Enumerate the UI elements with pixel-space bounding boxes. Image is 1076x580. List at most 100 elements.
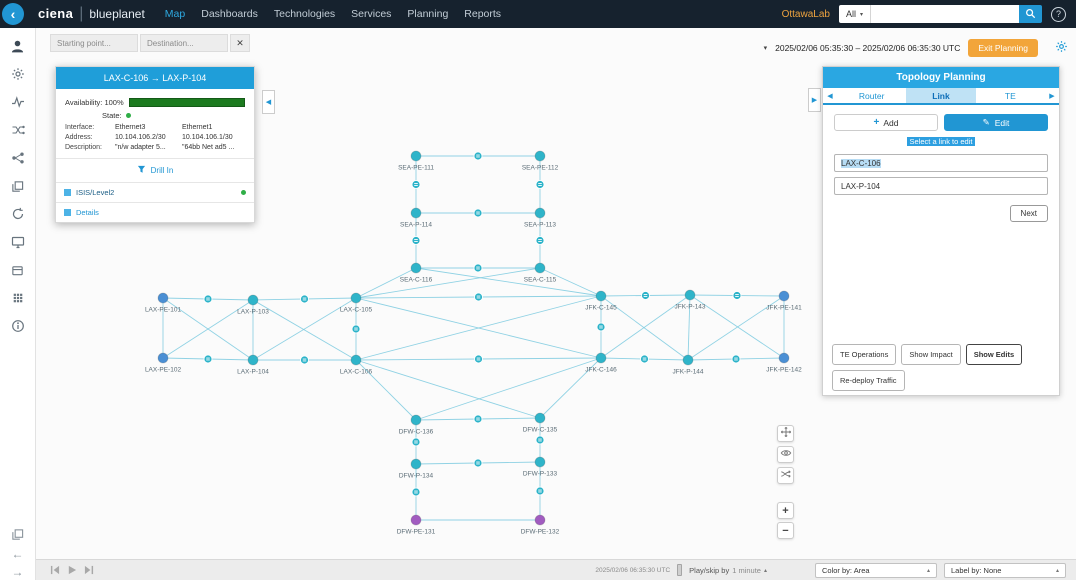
visibility-button[interactable]: [777, 446, 794, 463]
topo-link[interactable]: [600, 294, 691, 359]
settings-gear-icon[interactable]: [9, 66, 27, 82]
exit-planning-button[interactable]: Exit Planning: [968, 39, 1038, 57]
play-skip-dropdown[interactable]: Play/skip by 1 minute ▴: [689, 566, 767, 575]
duplicate-window-icon[interactable]: [9, 526, 27, 542]
link-status-icon[interactable]: [351, 324, 361, 334]
time-range-text[interactable]: 2025/02/06 05:35:30 – 2025/02/06 06:35:3…: [775, 43, 961, 53]
color-by-select[interactable]: Color by: Area ▴: [815, 562, 937, 578]
skip-forward-icon[interactable]: [84, 565, 94, 575]
nav-forward-icon[interactable]: →: [11, 565, 24, 579]
topo-node[interactable]: SEA-PE-112: [522, 150, 559, 172]
topo-node[interactable]: JFK-C-145: [585, 290, 617, 312]
topo-node[interactable]: JFK-C-146: [585, 352, 617, 374]
topo-link[interactable]: [162, 299, 254, 359]
topo-link[interactable]: [539, 357, 602, 419]
link-status-icon[interactable]: [535, 435, 545, 445]
apps-grid-icon[interactable]: [9, 290, 27, 306]
topo-node[interactable]: SEA-C-116: [400, 262, 433, 284]
topo-link[interactable]: [415, 357, 602, 421]
topo-node[interactable]: DFW-P-133: [523, 456, 558, 478]
topo-node[interactable]: JFK-PE-142: [766, 352, 802, 374]
nav-item-map[interactable]: Map: [164, 8, 186, 20]
link-status-icon[interactable]: [473, 458, 483, 468]
windows-icon[interactable]: [9, 178, 27, 194]
starting-point-input[interactable]: [50, 34, 138, 52]
nav-item-services[interactable]: Services: [351, 8, 392, 20]
topo-node[interactable]: LAX-C-105: [340, 292, 373, 314]
topo-link[interactable]: [355, 267, 541, 299]
te-operations-button[interactable]: TE Operations: [832, 344, 897, 365]
map-settings-gear-icon[interactable]: [1055, 40, 1068, 58]
link-status-icon[interactable]: [473, 414, 483, 424]
chevron-down-icon[interactable]: ▾: [763, 45, 768, 52]
tabs-scroll-right-icon[interactable]: ▶: [1049, 92, 1055, 100]
topo-node[interactable]: SEA-P-114: [400, 207, 432, 229]
edit-button[interactable]: ✎ Edit: [944, 114, 1048, 131]
topo-node[interactable]: DFW-C-135: [523, 412, 558, 434]
pan-tool-button[interactable]: [777, 425, 794, 442]
link-status-icon[interactable]: [732, 291, 742, 300]
tab-te[interactable]: TE: [1004, 90, 1016, 101]
link-status-icon[interactable]: [473, 208, 483, 218]
timeline-slider-handle[interactable]: [677, 564, 683, 576]
link-status-icon[interactable]: [411, 180, 421, 189]
link-status-icon[interactable]: [640, 354, 649, 364]
label-by-select[interactable]: Label by: None ▴: [944, 562, 1066, 578]
panel-collapse-button[interactable]: ▶: [808, 88, 821, 112]
link-status-icon[interactable]: [535, 486, 545, 496]
tabs-scroll-left-icon[interactable]: ◀: [827, 92, 833, 100]
endpoint-b-input[interactable]: LAX-P-104: [834, 177, 1048, 195]
link-status-icon[interactable]: [203, 294, 213, 304]
link-status-icon[interactable]: [535, 180, 545, 189]
topo-node[interactable]: DFW-PE-132: [521, 514, 560, 536]
redeploy-traffic-button[interactable]: Re-deploy Traffic: [832, 370, 905, 391]
topo-node[interactable]: LAX-PE-102: [145, 352, 182, 374]
topo-link[interactable]: [355, 267, 417, 299]
topo-node[interactable]: DFW-PE-131: [397, 514, 436, 536]
link-status-icon[interactable]: [641, 291, 650, 300]
popup-collapse-button[interactable]: ◀: [262, 90, 275, 114]
desktop-icon[interactable]: [9, 234, 27, 250]
tab-link[interactable]: Link: [906, 88, 976, 103]
user-icon[interactable]: [9, 38, 27, 54]
play-icon[interactable]: [67, 565, 77, 575]
clear-route-button[interactable]: ✕: [230, 34, 250, 52]
topo-node[interactable]: LAX-P-104: [237, 354, 269, 376]
share-nodes-icon[interactable]: [9, 150, 27, 166]
topo-link[interactable]: [252, 297, 357, 361]
topo-link[interactable]: [539, 267, 602, 297]
topo-link[interactable]: [687, 295, 785, 361]
topo-node[interactable]: SEA-P-113: [524, 207, 556, 229]
topo-node[interactable]: DFW-C-136: [399, 414, 434, 436]
topo-node[interactable]: LAX-P-103: [237, 294, 269, 316]
details-row[interactable]: Details: [56, 202, 254, 222]
link-status-icon[interactable]: [300, 355, 309, 365]
lab-name[interactable]: OttawaLab: [781, 8, 830, 20]
link-status-icon[interactable]: [411, 437, 421, 447]
collapse-nav-button[interactable]: ‹: [2, 3, 24, 25]
routes-icon[interactable]: [9, 122, 27, 138]
link-status-icon[interactable]: [731, 354, 741, 364]
link-status-icon[interactable]: [411, 487, 421, 497]
topo-link[interactable]: [355, 295, 602, 361]
topo-node[interactable]: SEA-C-115: [524, 262, 557, 284]
destination-input[interactable]: [140, 34, 228, 52]
link-status-icon[interactable]: [474, 292, 483, 302]
search-scope-dropdown[interactable]: All ▾: [838, 5, 871, 23]
nav-item-technologies[interactable]: Technologies: [273, 8, 336, 20]
topo-link[interactable]: [355, 359, 417, 421]
protocol-row[interactable]: ISIS/Level2: [56, 182, 254, 202]
nav-back-icon[interactable]: ←: [11, 547, 24, 561]
panel-card-icon[interactable]: [9, 262, 27, 278]
topo-link[interactable]: [689, 294, 785, 359]
search-input[interactable]: [871, 5, 1019, 23]
activity-icon[interactable]: [9, 94, 27, 110]
endpoint-a-input[interactable]: LAX-C-106: [834, 154, 1048, 172]
topo-link[interactable]: [600, 295, 689, 361]
topo-node[interactable]: JFK-PE-141: [766, 290, 802, 312]
topo-node[interactable]: LAX-C-106: [340, 354, 373, 376]
link-status-icon[interactable]: [596, 322, 606, 332]
topo-link[interactable]: [687, 294, 691, 361]
